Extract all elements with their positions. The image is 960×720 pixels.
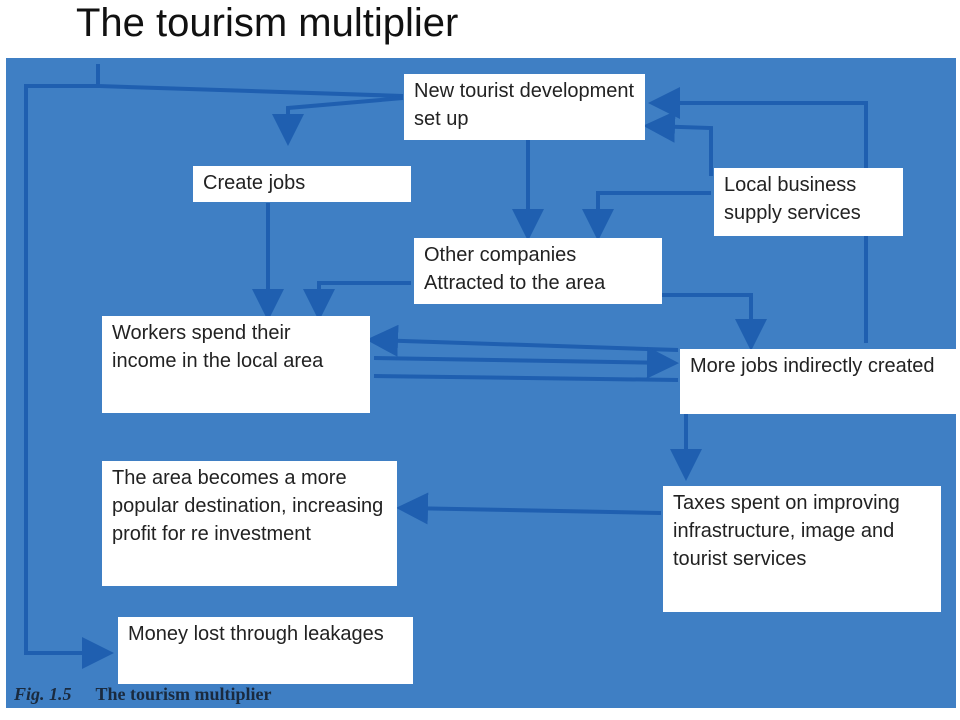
arrow-to-leakages — [24, 64, 404, 669]
box-other-companies: Other companies Attracted to the area — [414, 238, 662, 304]
arrow-companies-to-workers — [303, 281, 411, 321]
figure-caption: Fig. 1.5 The tourism multiplier — [14, 684, 272, 705]
arrow-business-to-development — [643, 110, 713, 176]
arrow-workers-to-more-jobs — [373, 346, 679, 379]
figure-label: Fig. 1.5 — [14, 684, 72, 704]
box-taxes-spent: Taxes spent on improving infrastructure,… — [663, 486, 941, 612]
box-local-business: Local business supply services — [714, 168, 903, 236]
box-popular-destination: The area becomes a more popular destinat… — [102, 461, 397, 586]
flow-arrows — [24, 64, 868, 669]
arrow-taxes-to-popular — [396, 492, 662, 525]
box-money-lost: Money lost through leakages — [118, 617, 413, 684]
figure-caption-text: The tourism multiplier — [95, 684, 272, 704]
arrow-workers-loop — [373, 374, 679, 382]
arrow-companies-to-more-jobs — [638, 293, 767, 351]
box-workers-spend: Workers spend their income in the local … — [102, 316, 370, 413]
arrow-to-create-jobs — [272, 96, 404, 146]
arrow-more-jobs-to-workers — [366, 324, 679, 357]
box-create-jobs: Create jobs — [193, 166, 411, 202]
page-title: The tourism multiplier — [76, 1, 459, 45]
box-new-development: New tourist development set up — [404, 74, 645, 140]
arrow-right-loop-up — [648, 87, 868, 343]
arrow-business-to-companies — [582, 191, 711, 241]
box-more-jobs: More jobs indirectly created — [680, 349, 957, 414]
